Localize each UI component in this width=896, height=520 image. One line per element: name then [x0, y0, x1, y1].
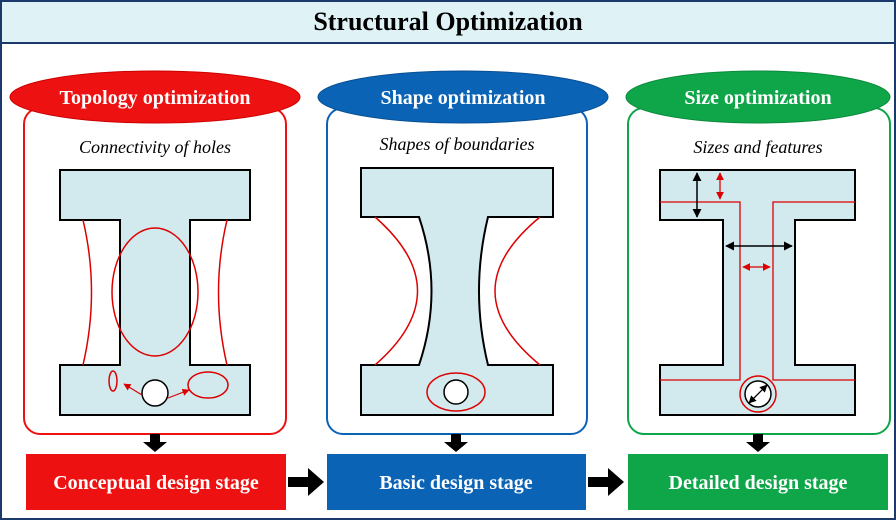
size-subtitle: Sizes and features — [693, 137, 822, 157]
header-bar — [0, 0, 896, 44]
topology-oval-hole — [187, 371, 229, 399]
topology-left-boundary — [82, 219, 93, 366]
shape-label: Shape optimization — [380, 87, 545, 109]
shape-circle-hole — [443, 379, 469, 405]
stage-detailed-box — [628, 454, 888, 510]
size-label: Size optimization — [684, 87, 831, 109]
panel-shape: Shape optimization Shapes of boundaries — [317, 70, 609, 435]
shape-subtitle: Shapes of boundaries — [380, 134, 535, 154]
shape-right-boundary — [494, 216, 541, 366]
page-title: Structural Optimization — [313, 7, 583, 36]
down-arrow-size — [746, 434, 770, 452]
right-arrow-1 — [288, 468, 324, 496]
topology-arrow-right — [167, 388, 190, 399]
topology-central-hole — [111, 227, 199, 357]
size-i-beam — [659, 169, 856, 416]
shape-hole-boundary — [426, 372, 486, 412]
panel-topology: Topology optimization Connectivity of ho… — [9, 70, 301, 435]
stage-basic-label: Basic design stage — [379, 472, 532, 494]
topology-circle-hole — [141, 379, 169, 407]
size-hole-diameter-arrow — [748, 384, 768, 404]
size-hole-boundary — [739, 375, 777, 413]
panel-size: Size optimization Sizes and features — [625, 70, 891, 435]
shape-i-beam — [360, 167, 554, 416]
down-arrow-shape — [444, 434, 468, 452]
shape-left-boundary — [374, 216, 419, 366]
topology-label-oval — [9, 70, 301, 124]
topology-i-beam — [59, 169, 251, 416]
stage-conceptual-label: Conceptual design stage — [53, 472, 259, 494]
stage-basic-box — [327, 454, 586, 510]
topology-subtitle: Connectivity of holes — [79, 137, 231, 157]
down-arrow-topology — [143, 434, 167, 452]
topology-small-hole — [108, 370, 118, 392]
stage-detailed-label: Detailed design stage — [669, 472, 848, 494]
topology-arrow-left — [123, 383, 143, 396]
topology-right-boundary — [217, 219, 228, 366]
topology-label: Topology optimization — [60, 87, 251, 109]
stage-conceptual-box — [26, 454, 286, 510]
size-offset-line-right — [772, 201, 855, 381]
size-label-oval — [625, 70, 891, 124]
shape-label-oval — [317, 70, 609, 124]
right-arrow-2 — [588, 468, 624, 496]
